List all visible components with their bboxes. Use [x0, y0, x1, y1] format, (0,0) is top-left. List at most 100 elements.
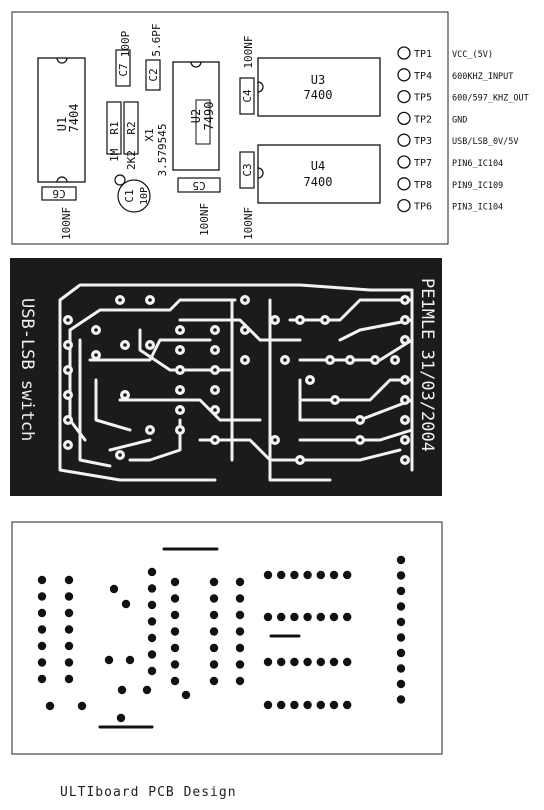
r2-value: 2K2 — [125, 150, 138, 170]
drill-hole — [170, 627, 180, 636]
drill-hole — [343, 657, 352, 667]
c7-value: 100P — [119, 30, 132, 57]
drill-hole — [170, 610, 180, 620]
copper-pad-hole — [358, 438, 362, 442]
u3-component: U3 7400 — [257, 57, 381, 117]
u1-component: U1 7404 — [37, 57, 86, 183]
r2-ref: R2 — [125, 121, 138, 134]
drill-hole — [109, 584, 119, 594]
test-point-pad — [397, 133, 411, 147]
copper-pad-hole — [178, 408, 182, 412]
drill-hole — [235, 594, 245, 603]
drill-hole — [125, 655, 135, 665]
c4-ref: C4 — [241, 89, 254, 103]
drill-hole — [235, 577, 245, 587]
drill-hole — [37, 608, 47, 618]
test-point-ref: TP4 — [414, 71, 432, 82]
copper-pad-hole — [403, 398, 407, 402]
test-point-ref: TP5 — [414, 93, 432, 104]
u1-value: 7404 — [67, 104, 81, 133]
test-point-ref: TP1 — [414, 49, 432, 60]
copper-panel: USB-LSB switch PE1MLE 31/03/2004 — [10, 258, 442, 496]
copper-pad-hole — [328, 358, 332, 362]
drill-hole — [396, 695, 406, 704]
drill-holes — [37, 555, 406, 723]
r1-ref: R1 — [108, 121, 121, 134]
drill-hole — [64, 625, 74, 634]
copper-left-text: USB-LSB switch — [17, 298, 37, 441]
copper-background — [10, 258, 442, 496]
c1-value: 10P — [139, 187, 150, 205]
copper-pad-hole — [403, 318, 407, 322]
test-point-pad — [397, 198, 411, 213]
c1-ref: C1 — [123, 189, 136, 202]
drill-hole — [209, 594, 219, 603]
test-point-ref: TP3 — [414, 136, 432, 147]
drill-hole — [209, 643, 219, 653]
c4-component: C4 100NF — [239, 35, 255, 115]
drill-hole — [290, 612, 299, 622]
copper-pad-hole — [94, 353, 98, 357]
drill-border — [11, 521, 443, 755]
drill-hole — [117, 685, 127, 695]
drill-hole — [396, 586, 406, 596]
drill-hole — [329, 612, 339, 622]
drill-hole — [37, 575, 47, 585]
drill-hole — [64, 608, 74, 618]
test-point-net: 600/597_KHZ_OUT — [452, 94, 529, 104]
test-point-net: USB/LSB_0V/5V — [452, 137, 519, 147]
drill-panel — [11, 521, 443, 755]
c3-value: 100NF — [242, 207, 255, 240]
copper-pad-hole — [148, 298, 152, 302]
c7-ref: C7 — [117, 63, 130, 76]
copper-pad-hole — [298, 318, 302, 322]
copper-pad-hole — [393, 358, 397, 362]
drill-hole — [64, 658, 74, 667]
drill-hole — [147, 617, 157, 626]
copper-pad-hole — [118, 453, 122, 457]
u1-ref: U1 — [55, 117, 69, 131]
drill-hole — [64, 592, 74, 601]
copper-pad-hole — [66, 368, 70, 372]
drill-hole — [235, 643, 245, 653]
c5-ref: C5 — [192, 179, 205, 192]
r1-component: R1 1M — [106, 101, 122, 162]
r2-component: R2 2K2 — [123, 101, 139, 170]
drill-hole — [277, 570, 286, 580]
figure-caption: ULTIboard PCB Design — [60, 785, 237, 800]
copper-pad-hole — [66, 318, 70, 322]
drill-hole — [396, 648, 406, 658]
copper-pad-hole — [148, 343, 152, 347]
copper-pad-hole — [308, 378, 312, 382]
c2-value: 5.6PF — [150, 23, 163, 56]
c6-ref: C6 — [52, 187, 65, 200]
copper-pad-hole — [94, 328, 98, 332]
drill-hole — [209, 627, 219, 636]
drill-hole — [290, 700, 299, 710]
copper-pad-hole — [323, 318, 327, 322]
drill-hole — [37, 592, 47, 601]
drill-hole — [147, 650, 157, 659]
c3-ref: C3 — [241, 163, 254, 176]
drill-hole — [147, 600, 157, 610]
copper-pad-hole — [66, 443, 70, 447]
drill-hole — [396, 679, 406, 689]
test-point-ref: TP6 — [414, 202, 432, 213]
u2-ref: U2 — [189, 109, 203, 123]
drill-hole — [64, 674, 74, 684]
drill-hole — [170, 676, 180, 686]
c5-component: C5 100NF — [177, 177, 221, 236]
copper-pad-hole — [358, 418, 362, 422]
copper-pad-hole — [403, 338, 407, 342]
test-point-net: PIN3_IC104 — [452, 203, 503, 213]
copper-pad-hole — [213, 388, 217, 392]
drill-hole — [209, 610, 219, 620]
drill-hole — [209, 577, 219, 587]
c6-component: C6 100NF — [41, 186, 77, 240]
test-point-net: 600KHZ_INPUT — [452, 72, 513, 82]
copper-pad-hole — [123, 343, 127, 347]
drill-hole — [37, 674, 47, 684]
drill-hole — [121, 599, 131, 609]
